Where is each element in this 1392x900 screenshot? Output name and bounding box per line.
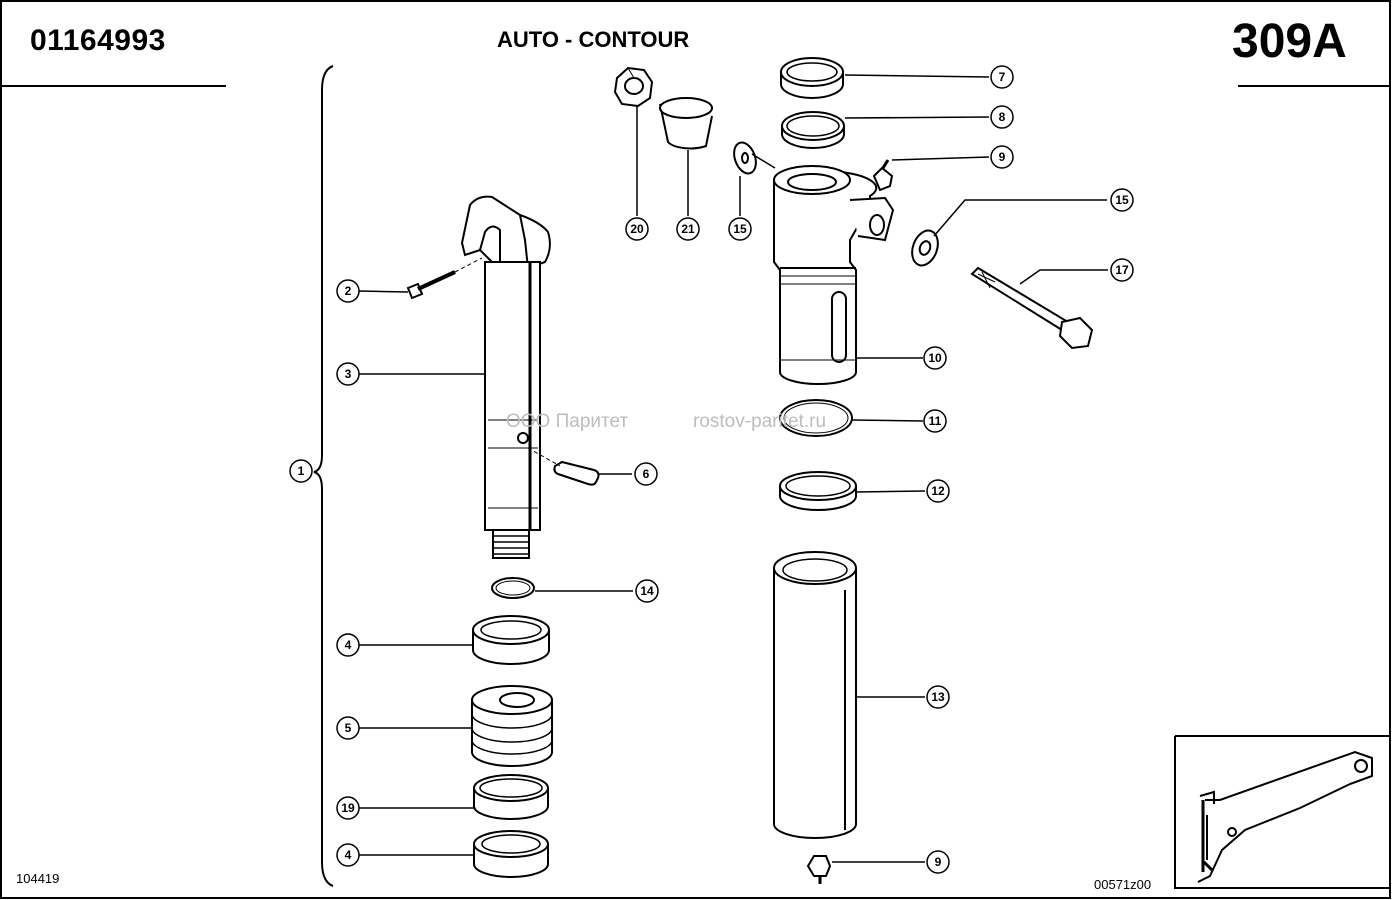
- callout-10-circle: [923, 346, 947, 370]
- callout-21: 21: [681, 222, 695, 236]
- callout-5-circle: [336, 716, 360, 740]
- callout-3-circle: [336, 362, 360, 386]
- callout-7-circle: [990, 65, 1014, 89]
- ring-part-8: [781, 111, 845, 149]
- bushing-part-21: [659, 97, 713, 150]
- callout-15b-circle: [1110, 188, 1134, 212]
- location-inset: [1174, 735, 1390, 889]
- callout-circles: [289, 65, 1134, 874]
- callout-4b-circle: [336, 843, 360, 867]
- cylinder-tube-part-13: [773, 551, 857, 839]
- footer-left-code: 104419: [16, 871, 60, 886]
- callout-3: 3: [345, 367, 352, 381]
- callout-17-circle: [1110, 258, 1134, 282]
- callout-19-circle: [336, 796, 360, 820]
- nut-part-20: [613, 66, 654, 108]
- callout-15a: 15: [733, 222, 747, 236]
- callout-8: 8: [999, 110, 1006, 124]
- callout-4b: 4: [345, 848, 352, 862]
- callout-19: 19: [341, 801, 355, 815]
- callout-5: 5: [345, 721, 352, 735]
- o-ring-part-14: [491, 577, 535, 599]
- callout-9b: 9: [935, 855, 942, 869]
- cylinder-head-part-10: [773, 165, 895, 385]
- callout-1-circle: [289, 459, 313, 483]
- seal-stack-part-5: [471, 685, 553, 767]
- piston-rod-part-3: [460, 195, 551, 559]
- ring-part-7: [780, 57, 844, 99]
- callout-4a-circle: [336, 633, 360, 657]
- ring-part-12: [779, 471, 857, 511]
- callout-20-circle: [625, 217, 649, 241]
- callout-13: 13: [931, 690, 945, 704]
- callout-8-circle: [990, 105, 1014, 129]
- callout-9b-circle: [926, 850, 950, 874]
- bolt-part-17: [970, 266, 1094, 350]
- callout-2-circle: [336, 279, 360, 303]
- page-code: 309A: [1232, 15, 1347, 68]
- callout-6: 6: [643, 467, 650, 481]
- assembly-bracket: [313, 65, 334, 887]
- callout-14-circle: [635, 579, 659, 603]
- callout-11-circle: [923, 409, 947, 433]
- grease-nipple-part-9-lower: [806, 855, 832, 884]
- callout-labels: 1 2 3 4 5 19 4 6 14 20 21 15 7 8 9 15 17…: [298, 70, 1129, 869]
- callout-20: 20: [630, 222, 644, 236]
- callout-21-circle: [676, 217, 700, 241]
- leader-lines: [358, 74, 1108, 863]
- callout-6-circle: [634, 462, 658, 486]
- callout-15a-circle: [728, 217, 752, 241]
- part-number: 01164993: [30, 24, 166, 57]
- callout-12: 12: [931, 484, 945, 498]
- callout-13-circle: [926, 685, 950, 709]
- watermark-company: ООО Паритет: [506, 411, 629, 432]
- footer-right-code: 00571z00: [1094, 877, 1152, 892]
- ring-part-4-upper: [472, 615, 550, 665]
- watermark-site: rostov-paritet.ru: [693, 411, 827, 432]
- callout-7: 7: [999, 70, 1006, 84]
- callout-15b: 15: [1115, 193, 1129, 207]
- callout-11: 11: [929, 414, 942, 428]
- grease-nipple-part-9-upper: [872, 159, 894, 192]
- callout-17: 17: [1115, 263, 1129, 277]
- ring-part-19: [473, 774, 549, 820]
- diagram-title: AUTO - CONTOUR: [497, 27, 690, 52]
- o-ring-part-11: [779, 399, 853, 437]
- callout-10: 10: [928, 351, 942, 365]
- pin-part-6: [527, 447, 600, 486]
- callout-12-circle: [926, 479, 950, 503]
- callout-9a: 9: [999, 150, 1006, 164]
- callout-9a-circle: [990, 145, 1014, 169]
- callout-14: 14: [640, 584, 654, 598]
- ring-part-4-lower: [473, 830, 549, 878]
- callout-1: 1: [298, 464, 305, 478]
- callout-4a: 4: [345, 638, 352, 652]
- washer-part-15-upper: [733, 141, 757, 175]
- screw-part-2: [406, 257, 483, 300]
- washer-part-15-right: [911, 229, 939, 267]
- callout-2: 2: [345, 284, 352, 298]
